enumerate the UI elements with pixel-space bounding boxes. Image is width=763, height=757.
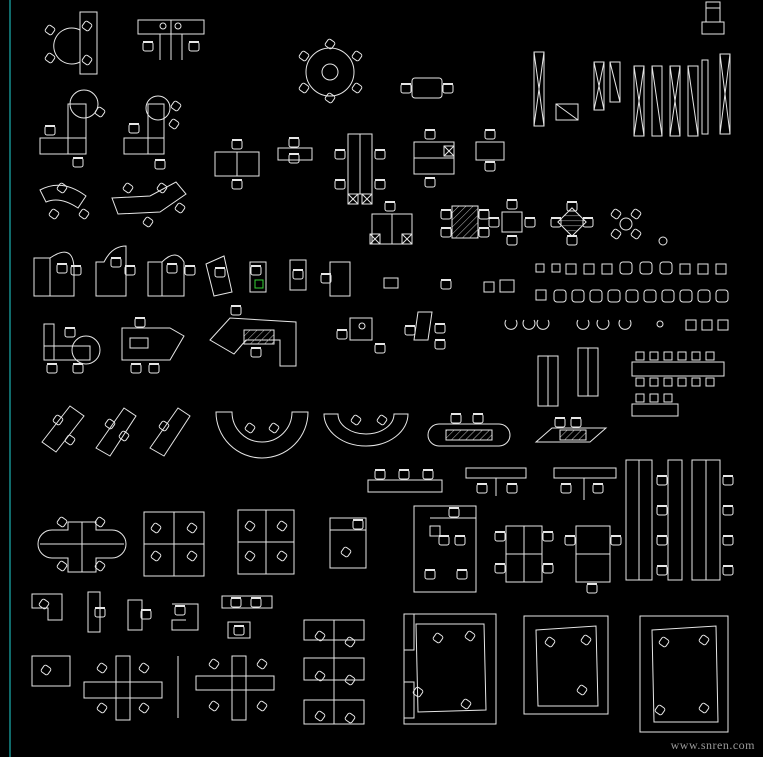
chair-row-block [536,262,728,302]
semicircle-workstation-block [216,412,408,458]
watermark: www.snren.com [670,738,755,752]
l-desk-block [122,317,184,374]
square-meeting-table-block [488,199,536,246]
shelving-elevation-block [534,52,730,136]
curved-desk-block [42,406,190,456]
long-bench-block [626,460,734,580]
small-meeting-table-block [222,596,272,638]
u-shaped-workspace-block [414,506,476,592]
benching-block [368,468,616,500]
curved-desk-block [206,256,266,296]
square-meeting-table-block [440,206,490,238]
top-right-chair-block [702,2,724,34]
small-meeting-table-block [215,137,312,190]
cross-cubicle-block [32,656,70,686]
square-meeting-table-block [369,201,413,245]
l-desk-block [40,90,107,168]
reception-desk-block [96,246,136,296]
executive-desk-with-round-chair-block [43,12,97,74]
benching-block [538,348,724,416]
small-meeting-table-block [400,78,454,98]
l-desk-block [32,592,198,632]
u-shaped-workspace-block [404,614,496,724]
long-bench-block [304,620,364,724]
small-meeting-table-block [476,129,504,172]
conference-table-block [428,413,606,446]
cross-cubicle-block [38,515,126,572]
cross-cubicle-block [238,510,294,574]
small-meeting-table-block [336,312,446,354]
cross-cubicle-block [144,512,204,576]
curved-workstation-block [40,181,91,221]
paired-desk-block [138,20,204,60]
cross-cubicle-block [178,656,274,720]
paired-desk-block [334,134,386,205]
round-table-with-chairs-block [609,207,667,245]
paired-desk-block [414,129,455,188]
l-desk-block [124,96,183,170]
reception-desk-block [210,305,296,366]
small-meeting-table-block [290,260,514,296]
reception-desk-block [148,255,196,296]
u-shaped-workspace-block [524,616,608,714]
round-table-with-chairs-block [297,37,364,105]
l-desk-block [44,324,100,374]
cross-cubicle-block [84,656,162,720]
u-shaped-workspace-block [640,616,728,732]
conference-table-block [494,526,622,594]
u-shaped-workspace-block [330,518,366,568]
chair-row-block [505,320,728,330]
reception-desk-block [34,252,82,296]
square-meeting-table-block [550,201,594,246]
curved-workstation-block [112,182,186,229]
